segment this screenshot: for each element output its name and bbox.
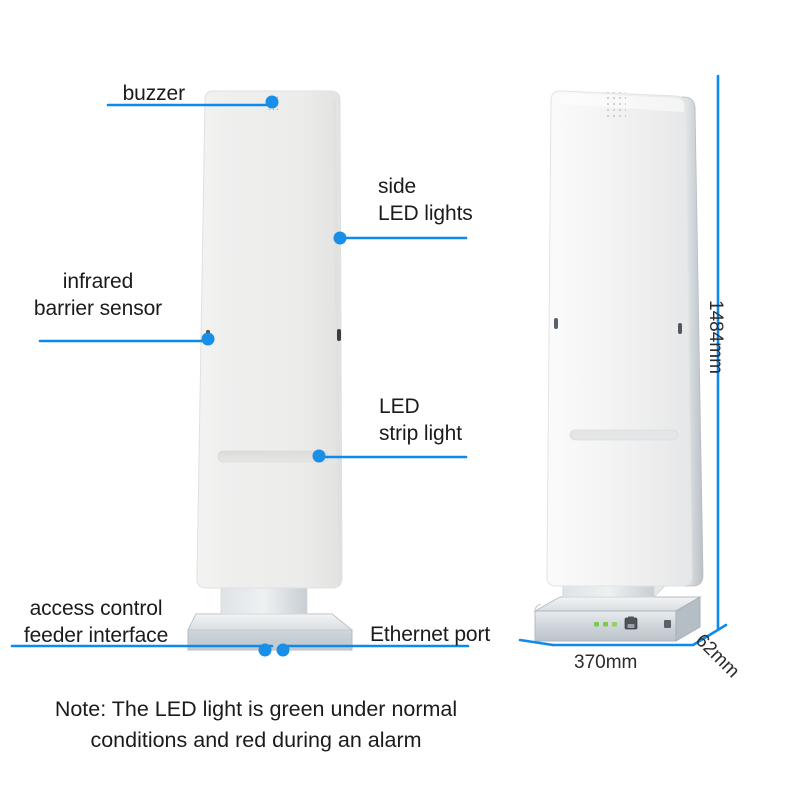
callout-label-access-control-feeder-interface: access control feeder interface [6,595,186,649]
ethernet-port-leader-extension [518,638,555,647]
note-line-1: Note: The LED light is green under norma… [54,697,458,721]
dimension-label-width: 370mm [574,652,638,673]
device-perspective-view [533,90,704,642]
speaker-grille-icon [604,92,626,119]
ethernet-label-line: Ethernet port [370,623,491,646]
callout-label-buzzer: buzzer [0,80,186,107]
buzzer-label-line: buzzer [122,82,186,105]
led-strip-light-element [217,450,329,463]
device-front-view [187,90,354,651]
ethernet-port-anchor-dot [276,643,290,657]
callout-anchor-dots [201,95,347,657]
callout-label-side-led-lights: side LED lights [378,173,578,227]
note-text: Note: The LED light is green under norma… [16,694,496,756]
front-view-panel [196,90,343,589]
front-view-base [187,613,354,651]
perspective-led-strip [569,429,679,441]
infrared-label-line2: barrier sensor [33,297,163,320]
side-led-label-line2: LED lights [378,202,473,225]
front-view-stand [220,584,308,615]
side-led-anchor-dot [333,231,347,245]
perspective-ir-sensor-left [554,318,558,329]
callout-leaders [10,103,555,648]
perspective-base [533,596,702,642]
infrared-anchor-dot [201,332,215,346]
infrared-sensor-right-icon [337,329,341,341]
status-led-indicators [594,622,617,627]
access-control-anchor-dot [258,643,272,657]
ethernet-port-connector [624,616,638,630]
led-strip-label-line1: LED [379,395,420,418]
access-label-line2: feeder interface [23,624,169,647]
dimension-lines [551,74,728,647]
callout-label-led-strip-light: LED strip light [379,393,579,447]
side-led-label-line1: side [378,175,417,198]
buzzer-anchor-dot [265,95,279,109]
infrared-label-line1: infrared [62,270,134,293]
note-line-2: conditions and red during an alarm [90,728,422,752]
dimension-label-height: 1484mm [705,300,726,374]
access-label-line1: access control [29,597,163,620]
perspective-ir-sensor-right [678,323,682,334]
depth-dimension-line [691,623,728,647]
led-strip-anchor-dot [312,449,326,463]
callout-label-infrared-barrier-sensor: infrared barrier sensor [0,268,196,322]
perspective-panel [546,90,704,587]
callout-label-ethernet-port: Ethernet port [370,621,550,648]
led-strip-label-line2: strip light [379,422,462,445]
